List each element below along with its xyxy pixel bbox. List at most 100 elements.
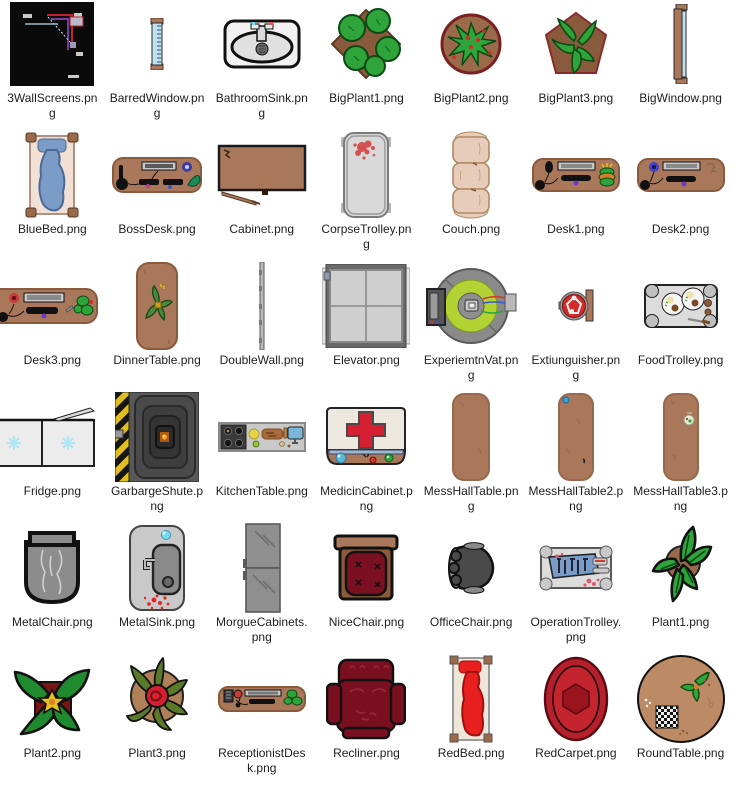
file-name: GarbargeShute.png [111,484,204,513]
file-item[interactable]: ExperiemtnVat.png [419,262,524,393]
file-name: RedBed.png [437,746,505,760]
file-name: Plant3.png [128,746,186,760]
file-item[interactable]: RedBed.png [419,655,524,786]
file-item[interactable]: CorpseTrolley.png [314,131,419,262]
plant-2-thumbnail [0,655,105,743]
operation-trolley-thumbnail [524,524,629,612]
big-plant-3-thumbnail [524,0,629,88]
file-item[interactable]: Desk1.png [524,131,629,262]
file-name: Extiunguisher.png [531,353,621,382]
file-name: NiceChair.png [328,615,405,629]
red-bed-thumbnail [419,655,524,743]
file-item[interactable]: FoodTrolley.png [628,262,733,393]
file-item[interactable]: MessHallTable.png [419,393,524,524]
couch-thumbnail [419,131,524,219]
file-name: DoubleWall.png [219,353,304,367]
file-item[interactable]: GarbargeShute.png [105,392,210,524]
file-name: MedicinCabinet.png [320,484,413,513]
file-item[interactable]: Extiunguisher.png [524,262,629,393]
file-item[interactable]: KitchenTable.png [209,393,314,524]
file-name: 3WallScreens.png [7,91,98,120]
file-name: BathroomSink.png [215,91,308,120]
file-item[interactable]: DoubleWall.png [209,262,314,393]
food-trolley-thumbnail [628,262,733,350]
blue-bed-thumbnail [0,131,105,219]
file-name: OfficeChair.png [429,615,513,629]
file-name: Couch.png [442,222,501,236]
desk-3-thumbnail [0,262,105,350]
file-item[interactable]: Couch.png [419,131,524,262]
file-item[interactable]: Recliner.png [314,655,419,786]
file-item[interactable]: RedCarpet.png [524,655,629,786]
file-name: Plant2.png [23,746,82,760]
file-item[interactable]: MedicinCabinet.png [314,393,419,524]
big-plant-2-thumbnail [419,0,524,88]
file-name: BossDesk.png [118,222,196,236]
round-table-thumbnail [628,655,733,743]
boss-desk-thumbnail [105,131,210,219]
experiment-vat-thumbnail [419,262,524,350]
morgue-cabinets-thumbnail [209,523,314,613]
file-name: DinnerTable.png [113,353,201,367]
extinguisher-thumbnail [524,262,629,350]
file-name: Elevator.png [333,353,400,367]
file-name: KitchenTable.png [215,484,308,498]
file-item[interactable]: Elevator.png [314,262,419,393]
file-name: Plant1.png [651,615,710,629]
plant-3-thumbnail [105,655,210,743]
file-item[interactable]: MessHallTable2.png [524,393,629,524]
file-item[interactable]: BossDesk.png [105,131,210,262]
file-item[interactable]: MetalChair.png [0,524,105,655]
file-item[interactable]: BigPlant3.png [524,0,629,131]
file-item[interactable]: BlueBed.png [0,131,105,262]
desk-1-thumbnail [524,131,629,219]
file-item[interactable]: BigWindow.png [628,0,733,131]
file-item[interactable]: Plant2.png [0,655,105,786]
file-item[interactable]: BigPlant1.png [314,0,419,131]
file-item[interactable]: BathroomSink.png [209,0,314,131]
file-name: MorgueCabinets.png [216,615,308,644]
red-carpet-thumbnail [524,655,629,743]
mess-hall-table-thumbnail [419,393,524,481]
file-item[interactable]: 3WallScreens.png [0,0,105,131]
file-item[interactable]: BigPlant2.png [419,0,524,131]
mess-hall-table-2-thumbnail [524,393,629,481]
file-name: Cabinet.png [229,222,295,236]
big-plant-1-thumbnail [314,0,419,88]
file-item[interactable]: Desk2.png [628,131,733,262]
file-item[interactable]: Fridge.png [0,393,105,524]
file-name: Fridge.png [23,484,82,498]
file-name: CorpseTrolley.png [321,222,412,251]
file-item[interactable]: Plant1.png [628,524,733,655]
file-item[interactable]: OfficeChair.png [419,524,524,655]
file-name: ExperiemtnVat.png [423,353,519,382]
file-name: MessHallTable2.png [528,484,624,513]
file-item[interactable]: MorgueCabinets.png [209,523,314,655]
file-item[interactable]: NiceChair.png [314,524,419,655]
nice-chair-thumbnail [314,524,419,612]
file-item[interactable]: ReceptionistDesk.png [209,655,314,786]
file-item[interactable]: DinnerTable.png [105,262,210,393]
file-item[interactable]: Desk3.png [0,262,105,393]
file-item[interactable]: Cabinet.png [209,131,314,262]
file-name: Recliner.png [333,746,400,760]
file-item[interactable]: BarredWindow.png [105,0,210,131]
elevator-thumbnail [314,262,419,350]
garbage-chute-thumbnail [105,392,210,482]
file-name: OperationTrolley.png [530,615,622,644]
dinner-table-thumbnail [105,262,210,350]
file-name: BarredWindow.png [109,91,205,120]
desk-2-thumbnail [628,131,733,219]
corpse-trolley-thumbnail [314,131,419,219]
barred-window-thumbnail [105,0,210,88]
file-item[interactable]: RoundTable.png [628,655,733,786]
big-window-thumbnail [628,0,733,88]
file-item[interactable]: Plant3.png [105,655,210,786]
wall-screens-thumbnail [0,0,105,88]
file-item[interactable]: OperationTrolley.png [524,524,629,655]
file-item[interactable]: MetalSink.png [105,524,210,655]
file-name: BigWindow.png [639,91,722,105]
file-name: BigPlant2.png [433,91,509,105]
file-item[interactable]: MessHallTable3.png [628,393,733,524]
